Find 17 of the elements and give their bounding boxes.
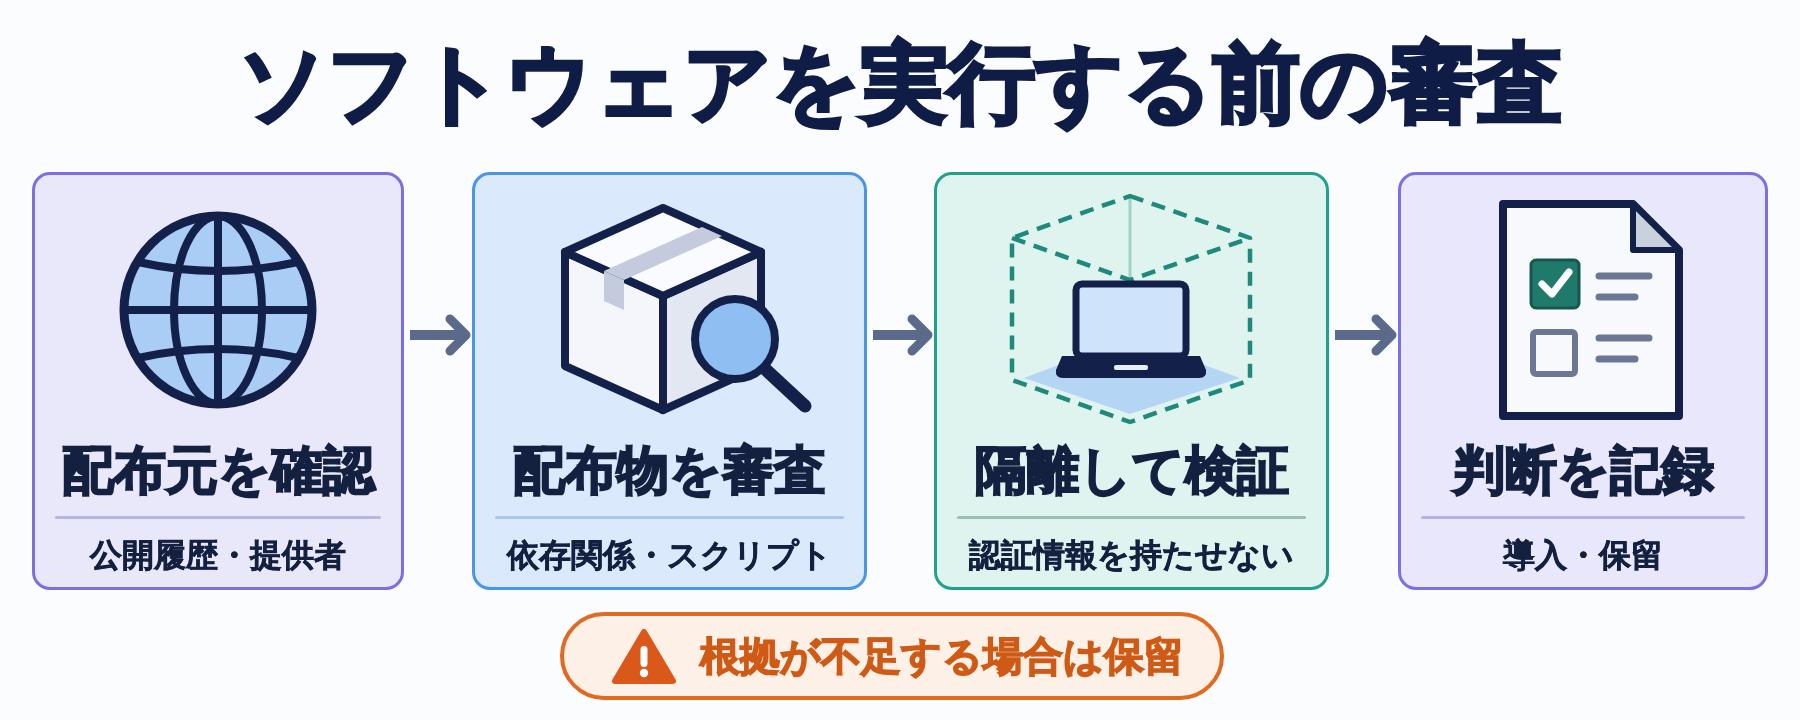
step-card — [1398, 172, 1768, 590]
title: ソフトウェアを実行する前の審査 — [237, 38, 1563, 130]
step-title: 判断を記録 — [1452, 444, 1714, 496]
step-title: 配布物を審査 — [513, 444, 826, 496]
step-card — [32, 172, 404, 590]
step-card — [472, 172, 867, 590]
step-title: 配布元を確認 — [61, 444, 375, 496]
arrow — [410, 314, 471, 356]
step-card — [934, 172, 1329, 590]
arrow — [1335, 314, 1397, 356]
step-description: 公開履歴・提供者 — [90, 539, 346, 571]
step-title: 隔離して検証 — [974, 444, 1289, 496]
step-description: 依存関係・スクリプト — [507, 539, 832, 571]
step-description: 認証情報を持たせない — [969, 539, 1294, 571]
step-description: 導入・保留 — [1503, 539, 1663, 571]
arrow — [873, 314, 933, 356]
warning-text: 根拠が不足する場合は保留 — [700, 636, 1184, 676]
